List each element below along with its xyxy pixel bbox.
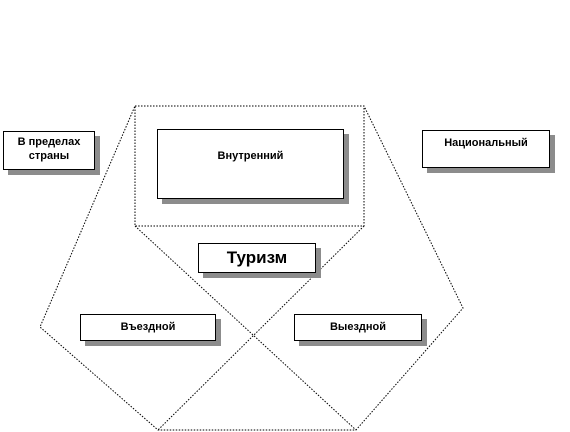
inner-rectangle xyxy=(134,105,365,227)
diagonal-line-right xyxy=(157,225,365,431)
inbound-box: Въездной xyxy=(80,314,216,341)
diagonal-line-left xyxy=(134,225,357,431)
national-box: Национальный xyxy=(422,130,550,168)
national-label: Национальный xyxy=(444,137,528,149)
tourism-box: Туризм xyxy=(198,243,316,273)
within-country-box: В пределах страны xyxy=(3,131,95,170)
inbound-label: Въездной xyxy=(120,320,176,333)
outbound-box: Выездной xyxy=(294,314,422,341)
outbound-label: Выездной xyxy=(329,320,387,333)
within-country-label: В пределах страны xyxy=(17,136,81,162)
tourism-label: Туризм xyxy=(226,248,288,268)
domestic-box: Внутренний xyxy=(157,129,344,199)
domestic-label: Внутренний xyxy=(217,150,284,162)
